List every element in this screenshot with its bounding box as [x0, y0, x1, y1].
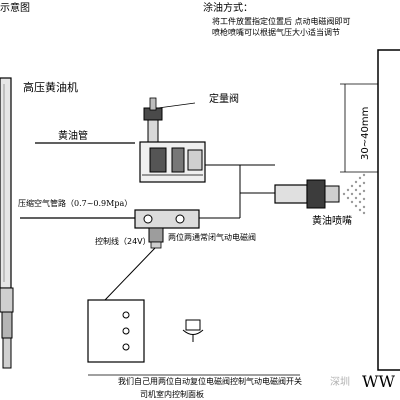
nozzle-label: 黄油喷嘴 — [312, 216, 352, 227]
grease-pump — [0, 77, 14, 369]
workpiece — [377, 49, 400, 371]
method-title: 涂油方式： — [203, 3, 253, 14]
grease-nozzle-gun — [274, 179, 340, 209]
method-line1: 将工件放置指定位置后 点动电磁阀即可 — [212, 17, 351, 26]
metering-valve-label: 定量阀 — [209, 94, 239, 105]
method-line2: 喷枪喷嘴可以根据气压大小适当调节 — [212, 28, 340, 37]
metering-valve — [139, 97, 206, 183]
reset-switch — [182, 319, 204, 342]
control-wire — [104, 247, 156, 301]
distance-label: 30~40mm — [360, 106, 371, 160]
spray-pattern — [342, 173, 366, 215]
air-pipe-label: 压缩空气管路（0.7~0.9Mpa） — [18, 199, 133, 208]
control-panel — [87, 299, 145, 363]
watermark-right: WW — [362, 372, 395, 391]
solenoid-valve-label: 两位两通常闭气动电磁阀 — [168, 233, 256, 242]
grease-pipe-label: 黄油管 — [58, 131, 88, 142]
bottom-caption: 我们自己用两位自动复位电磁阀控制气动电磁阀开关 — [118, 377, 302, 386]
control-panel-label: 司机室内控制面板 — [140, 390, 204, 399]
watermark-left: 深圳 — [330, 377, 350, 388]
pump-label: 高压黄油机 — [23, 81, 78, 94]
air-solenoid-valve — [134, 209, 200, 249]
title-fragment: 示意图 — [0, 3, 30, 14]
distance-dimension — [340, 83, 378, 173]
control-line-label: 控制线（24V） — [95, 237, 151, 246]
